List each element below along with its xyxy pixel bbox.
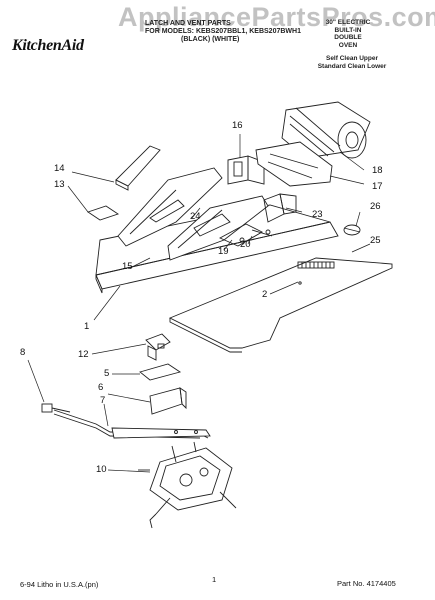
part-12-switch	[145, 333, 171, 361]
part-6-bracket	[149, 387, 187, 415]
part-26-clip	[343, 224, 361, 236]
callout-14: 14	[54, 163, 65, 174]
part-10-mechanism	[138, 441, 237, 529]
product-line-4: OVEN	[338, 41, 358, 49]
callout-8: 8	[20, 347, 26, 358]
footer-page-number: 1	[212, 575, 217, 584]
callout-10: 10	[96, 464, 107, 475]
callout-2: 2	[262, 289, 268, 300]
callout-25: 25	[370, 235, 381, 246]
callout-24: 24	[190, 211, 201, 222]
callout-18: 18	[372, 165, 383, 176]
product-line-3: DOUBLE	[334, 34, 362, 41]
callout-13: 13	[54, 179, 65, 190]
part-7-rod	[53, 409, 211, 439]
footer-litho: 6-94 Litho in U.S.A.(pn)	[20, 580, 99, 589]
callout-6: 6	[98, 382, 104, 393]
callout-1: 1	[84, 321, 90, 332]
callout-26: 26	[370, 201, 381, 212]
product-line-1: 30" ELECTRIC	[325, 19, 371, 26]
callout-7: 7	[100, 395, 106, 406]
part-18-motor	[281, 101, 371, 159]
models-line: FOR MODELS: KEBS207BBL1, KEBS207BWH1	[145, 28, 301, 35]
callout-15: 15	[122, 261, 133, 272]
part-13-plate	[86, 205, 120, 221]
part-5-plate	[139, 363, 182, 381]
part-8-block	[41, 403, 71, 413]
callout-20: 20	[240, 239, 251, 250]
brand-logo: KitchenAid	[12, 37, 84, 54]
callout-12: 12	[78, 349, 89, 360]
callout-19: 19	[218, 246, 229, 257]
callout-16: 16	[232, 120, 243, 131]
part-17-bracket	[255, 141, 333, 187]
config-line-2: Standard Clean Lower	[317, 62, 387, 70]
watermark-text: AppliancePartsPros.com	[118, 2, 435, 32]
part-25-plate	[168, 257, 393, 353]
callout-5: 5	[104, 368, 110, 379]
config-line-1: Self Clean Upper	[325, 55, 378, 62]
product-type-block: 30" ELECTRIC BUILT-IN DOUBLE OVEN	[313, 19, 383, 49]
part-15-duct	[117, 167, 269, 261]
callout-23: 23	[312, 209, 323, 220]
footer-part-number: Part No. 4174405	[337, 579, 396, 588]
header-block: LATCH AND VENT PARTS FOR MODELS: KEBS207…	[145, 20, 301, 44]
part-23-bracket	[263, 193, 297, 223]
colors-line: (BLACK) (WHITE)	[181, 36, 240, 43]
product-line-2: BUILT-IN	[334, 26, 362, 34]
leader-lines	[27, 134, 371, 473]
callout-17: 17	[372, 181, 383, 192]
oven-config-block: Self Clean Upper Standard Clean Lower	[297, 55, 407, 70]
part-14-angle	[115, 145, 161, 191]
part-2-vent	[297, 261, 335, 285]
page-title: LATCH AND VENT PARTS	[145, 20, 231, 27]
part-19-latch	[218, 223, 273, 247]
